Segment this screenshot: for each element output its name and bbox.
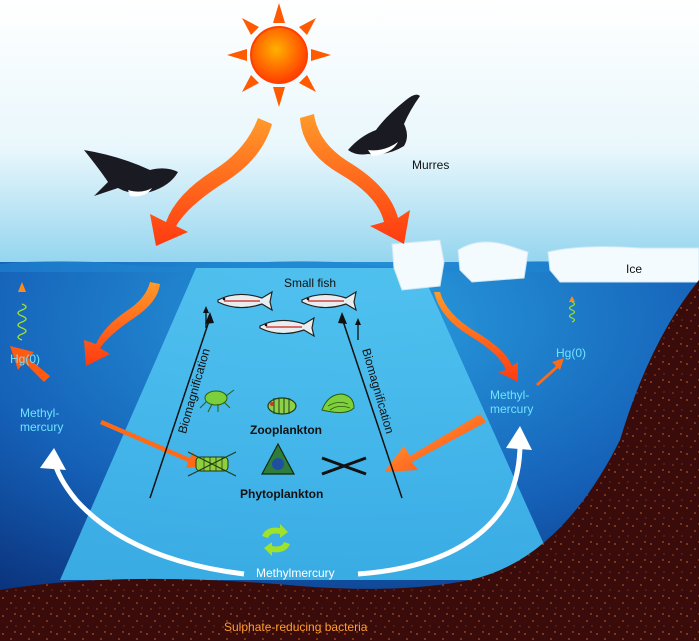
label-methylmercury-right-1: Methyl-: [490, 388, 530, 402]
sky: [0, 0, 699, 270]
label-zooplankton: Zooplankton: [250, 423, 322, 437]
seabed: [0, 280, 699, 641]
biomagnification-arrow-right: [341, 317, 403, 499]
label-small-fish: Small fish: [284, 276, 337, 290]
murre-bird-icon: [348, 94, 420, 156]
ice-floe-icon: [391, 239, 699, 291]
label-ice: Ice: [626, 262, 643, 276]
wavy-vapor-icon: [17, 282, 27, 341]
fish-icon: [301, 290, 357, 312]
food-web-zone: [60, 268, 560, 580]
deposition-arrow-left: [84, 282, 160, 366]
label-murres: Murres: [412, 158, 450, 172]
evasion-arrow-right: [536, 358, 564, 386]
phytoplankton-icon: [187, 451, 237, 477]
label-methylmercury-left-2: mercury: [20, 420, 64, 434]
solar-arrow-right: [300, 114, 410, 244]
deposition-arrow-right: [434, 292, 518, 382]
fish-icon: [259, 316, 315, 338]
methylation-arrow-right: [357, 443, 523, 577]
label-phytoplankton: Phytoplankton: [240, 487, 324, 501]
label-hg0-right: Hg(0): [556, 346, 587, 360]
uptake-arrow-right: [384, 414, 486, 472]
label-methylmercury-left-1: Methyl-: [20, 406, 60, 420]
label-sulphate-reducing-bacteria: Sulphate-reducing bacteria: [224, 620, 368, 634]
murre-bird-icon: [84, 150, 178, 197]
uptake-arrow-left: [100, 420, 204, 468]
evasion-arrow-left: [10, 346, 50, 382]
recycle-arrows-icon: [262, 524, 290, 556]
phytoplankton-icon: [261, 442, 295, 475]
zooplankton-icon: [199, 389, 235, 413]
label-hg0-left: Hg(0): [10, 352, 41, 366]
wavy-vapor-icon: [568, 296, 576, 323]
sun-icon: [227, 3, 331, 107]
phytoplankton-icon: [321, 456, 367, 476]
fish-icon: [217, 290, 273, 312]
zooplankton-icon: [267, 397, 297, 415]
methylation-arrow-left: [51, 459, 245, 577]
biomagnification-arrow-left: [149, 317, 211, 499]
label-methylmercury-bottom: Methylmercury: [256, 566, 335, 580]
zooplankton-icon: [321, 393, 355, 414]
solar-arrow-left: [150, 118, 272, 246]
label-methylmercury-right-2: mercury: [490, 402, 534, 416]
